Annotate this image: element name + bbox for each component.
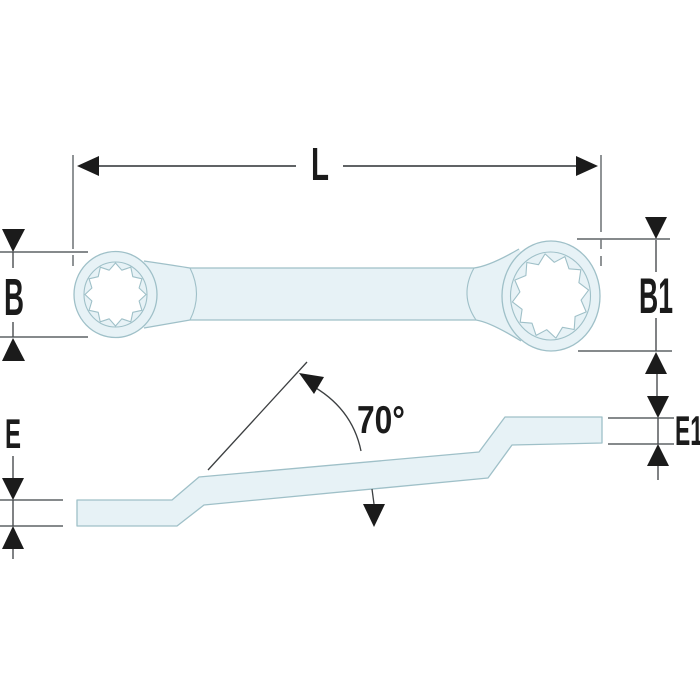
left-ring-12pt-profile — [84, 262, 147, 327]
right-ring-end — [501, 240, 601, 352]
left-neck-waist-curve — [189, 267, 198, 321]
dimension-thickness-E: E — [0, 410, 63, 559]
arrow-down-icon — [2, 478, 24, 500]
arrow-up-icon — [2, 338, 25, 361]
dimension-label-B1: B1 — [639, 268, 673, 324]
dimension-label-L: L — [311, 138, 329, 190]
dimension-head-width-B1: B1 — [577, 217, 673, 374]
dimension-length-L: L — [72, 138, 602, 266]
arrow-up-icon — [645, 352, 667, 374]
angle-reference-line — [207, 361, 308, 471]
side-profile-shape — [76, 416, 603, 527]
shank-top-edge — [143, 248, 520, 269]
left-ring-end — [73, 250, 158, 339]
dimension-label-E1: E1 — [675, 407, 700, 454]
right-ring-12pt-profile — [511, 253, 590, 339]
dimension-label-E: E — [5, 410, 21, 457]
angle-label-70deg: 70° — [357, 399, 405, 442]
wrench-top-view — [73, 240, 601, 352]
arrow-up-icon — [647, 444, 669, 466]
right-neck-waist-curve — [466, 267, 477, 321]
arrow-up-left-icon — [299, 373, 324, 394]
dimension-head-width-B: B — [0, 229, 88, 361]
dimension-thickness-E1: E1 — [608, 374, 700, 480]
angle-annotation-70deg: 70° — [207, 361, 405, 527]
arrow-right-icon — [576, 156, 598, 176]
arrow-down-icon — [645, 217, 667, 239]
wrench-shank — [110, 249, 551, 341]
angle-arc — [308, 383, 362, 452]
arrow-left-icon — [77, 156, 99, 176]
arrow-down-icon — [2, 229, 25, 252]
dimension-label-B: B — [4, 269, 24, 327]
arrow-up-icon — [2, 526, 24, 549]
arrow-down-icon — [363, 504, 385, 527]
wrench-side-view — [76, 416, 603, 527]
shank-bottom-edge — [143, 319, 522, 342]
angle-leader-line — [371, 488, 375, 505]
arrow-down-icon — [647, 396, 669, 418]
